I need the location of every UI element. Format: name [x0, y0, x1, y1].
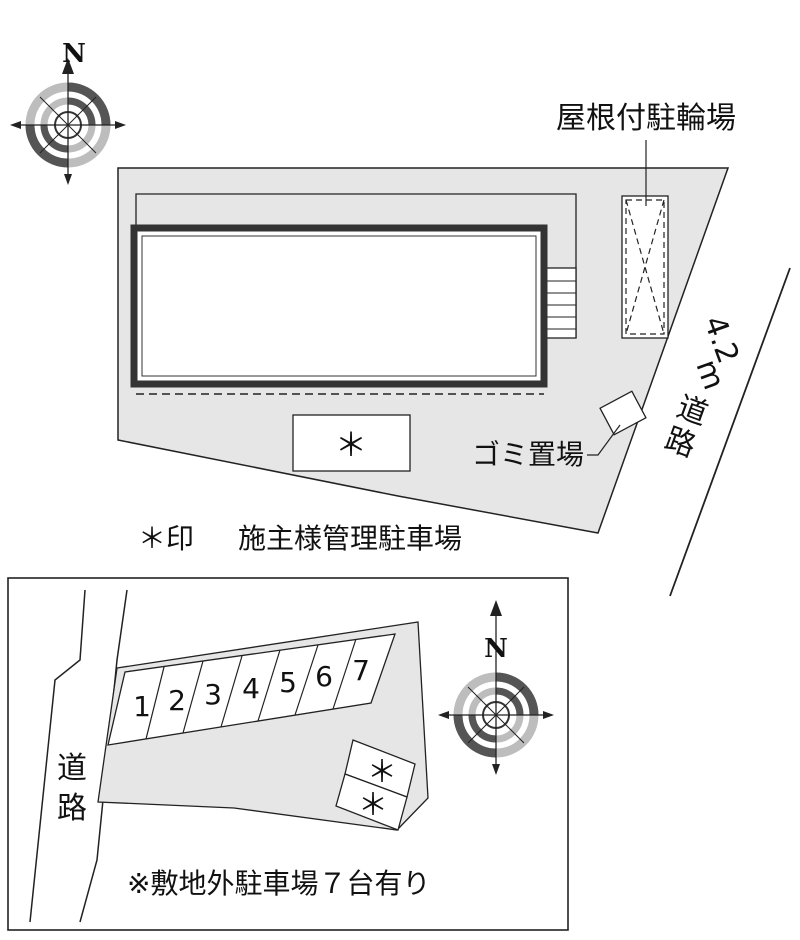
owner-space-mark-2: ＊ — [358, 788, 388, 823]
owner-parking-box — [292, 414, 411, 472]
stall-number: 2 — [168, 684, 186, 717]
bike-parking-label: 屋根付駐輪場 — [556, 101, 736, 136]
north-arrow-icon — [62, 58, 74, 74]
building-stairs — [545, 267, 577, 339]
stall-number: 5 — [279, 666, 297, 699]
inset-road-label-2: 路 — [57, 791, 87, 826]
legend-text: 施主様管理駐車場 — [238, 522, 462, 555]
compass-rose-main: N — [10, 39, 126, 185]
owner-space-mark-1: ＊ — [367, 755, 397, 790]
garbage-area — [599, 390, 647, 436]
offsite-parking-note: ※敷地外駐車場７台有り — [127, 867, 430, 900]
bike-parking-shelter — [621, 195, 669, 339]
north-arrow-icon — [490, 600, 502, 616]
inset-road-label-1: 道 — [57, 751, 87, 786]
compass-rose-inset: N — [438, 600, 554, 775]
road-label: 4.2 m 道 路 — [660, 311, 745, 464]
stall-number: 6 — [315, 660, 333, 693]
compass-north-label: N — [484, 634, 508, 664]
stall-number: 7 — [352, 654, 370, 687]
owner-parking-mark: ＊ — [335, 426, 367, 464]
garbage-label: ゴミ置場 — [472, 438, 584, 471]
compass-north-label: N — [62, 39, 86, 69]
garbage-leader — [587, 424, 621, 456]
stall-number: 4 — [242, 672, 260, 705]
stall-number: 3 — [204, 678, 222, 711]
offsite-parking-inset: 1 2 3 4 5 6 7 ＊ ＊ 道 路 ※敷地外駐車場７台有り — [7, 577, 569, 931]
road-edge-line — [669, 267, 791, 597]
building-eave-line — [135, 193, 577, 338]
main-site-plan: 屋根付駐輪場 ＊ ゴミ置場 4.2 m 道 路 ＊印 施主様管理駐車場 — [117, 101, 791, 597]
owner-spaces — [335, 739, 416, 831]
inset-road — [30, 590, 127, 922]
legend-mark: ＊印 — [138, 522, 194, 555]
parking-stalls — [107, 633, 396, 746]
stall-number: 1 — [133, 690, 151, 723]
